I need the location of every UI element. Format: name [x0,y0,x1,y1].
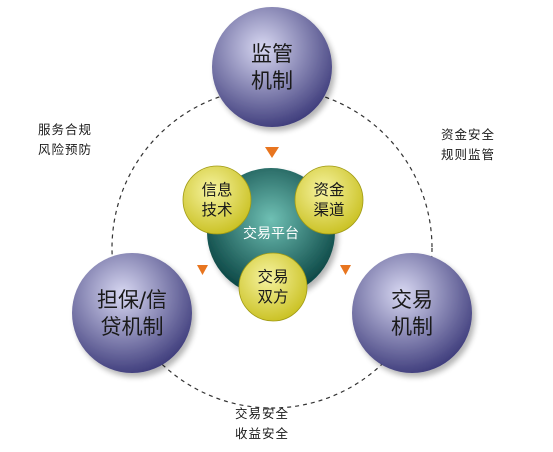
arrow-down-right-icon [340,265,351,275]
relation-note-bottom: 交易安全 收益安全 [235,406,290,441]
arrow-down-top-icon [265,147,279,158]
parties-node-circle [238,252,308,322]
arrow-down-left-icon [197,265,208,275]
trading-mechanism-circle [352,253,472,373]
fund-channel-node-circle [294,165,364,235]
relation-note-right: 资金安全 规则监管 [441,127,496,162]
supervision-mechanism-circle [212,7,332,127]
guarantee-mechanism-circle [72,253,192,373]
info-tech-node-circle [182,165,252,235]
relation-note-left: 服务合规 风险预防 [38,122,93,157]
